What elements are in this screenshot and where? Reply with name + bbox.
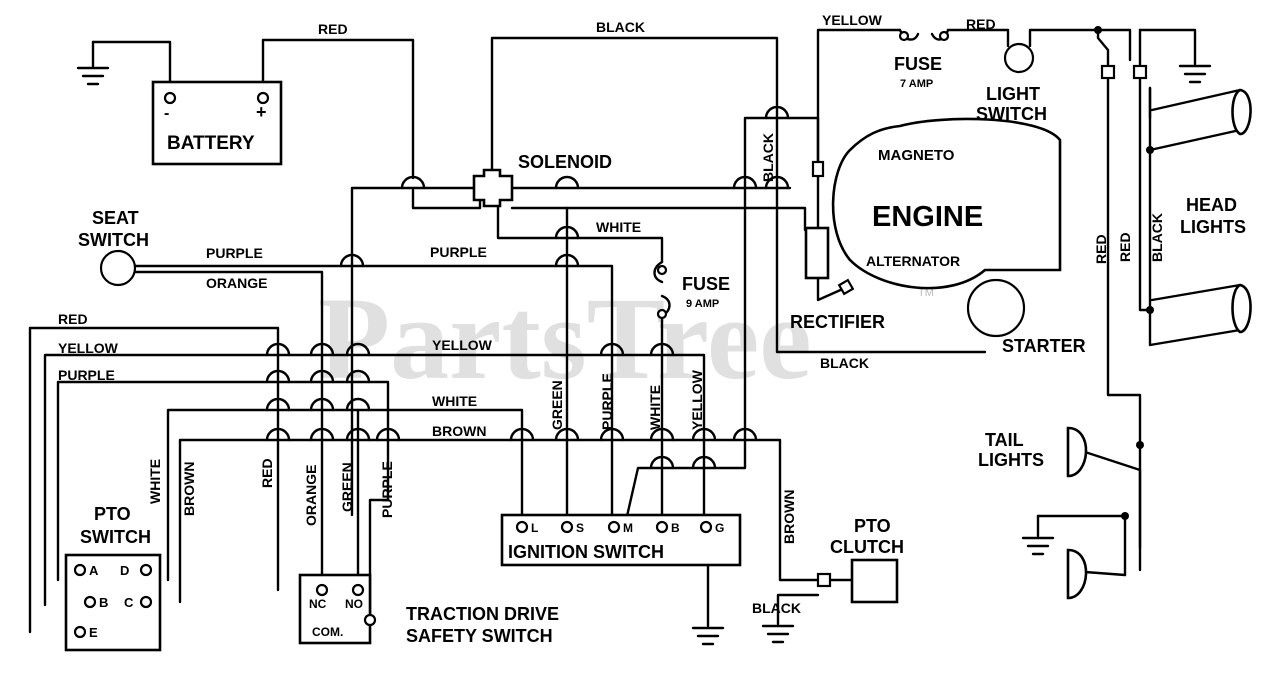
ignition-switch: L S M B G IGNITION SWITCH [500,513,742,567]
head-lights-label-1: HEAD [1186,195,1237,215]
traction-drive-safety-switch: NC NO COM. TRACTION DRIVE SAFETY SWITCH [298,573,559,646]
starter-label: STARTER [1002,336,1086,356]
battery: - + BATTERY [151,80,283,166]
wire-label-purple: PURPLE [599,373,615,430]
wire-label-red: RED [58,311,88,327]
rectifier-label: RECTIFIER [790,312,885,332]
wire-label-green: GREEN [339,462,355,512]
pto-clutch-label-1: PTO [854,516,891,536]
wire-label-yellow: YELLOW [58,340,119,356]
pto-switch: PTO SWITCH A D B C E [64,504,162,652]
wire-label-yellow: YELLOW [822,12,883,28]
wire-label-white: WHITE [647,385,663,430]
wire-label-black: BLACK [1149,213,1165,262]
engine-magneto-label: MAGNETO [878,147,955,164]
ignition-terminal-l: L [531,521,538,535]
ignition-terminal-m: M [623,521,633,535]
wire-label-black: BLACK [752,600,801,616]
pto-clutch-label-2: CLUTCH [830,537,904,557]
pto-clutch: PTO CLUTCH [816,516,904,604]
fuse-9-label: FUSE [682,274,730,294]
wire-label-white: WHITE [432,393,477,409]
fuse-7-label: FUSE [894,54,942,74]
wire-label-black: BLACK [596,19,645,35]
head-lights: HEAD LIGHTS [1100,64,1252,334]
wire-label-brown: BROWN [432,423,486,439]
fuse-7-amp: FUSE 7 AMP [894,30,950,90]
pto-terminal-b: B [99,595,108,610]
ignition-switch-label: IGNITION SWITCH [508,542,664,562]
pto-terminal-a: A [89,563,99,578]
wire-label-green: GREEN [549,380,565,430]
wire-label-purple: PURPLE [430,244,487,260]
wire-label-orange: ORANGE [206,275,267,291]
wire-labels: RED BLACK YELLOW RED WHITE PURPLE ORANGE… [58,12,1165,616]
rectifier: RECTIFIER [790,160,885,332]
ground-icon [1178,36,1212,84]
wire-label-white: WHITE [596,219,641,235]
wire-label-black: BLACK [820,355,869,371]
wire-label-white: WHITE [147,459,163,504]
tail-lights: TAIL LIGHTS [978,426,1088,600]
light-switch-label-1: LIGHT [986,84,1040,104]
pto-terminal-c: C [124,595,134,610]
pto-terminal-d: D [120,563,129,578]
battery-pos-label: + [256,102,267,122]
tail-lights-label-2: LIGHTS [978,450,1044,470]
ignition-terminal-g: G [715,521,724,535]
wire-label-purple: PURPLE [206,245,263,261]
pto-terminal-e: E [89,625,98,640]
light-switch: LIGHT SWITCH [976,42,1047,124]
seat-switch-label-1: SEAT [92,208,139,228]
battery-neg-label: - [164,105,169,122]
fuse-9-amp: FUSE 9 AMP [656,264,730,320]
wire-label-red: RED [966,16,996,32]
wire-label-orange: ORANGE [303,465,319,526]
traction-label-2: SAFETY SWITCH [406,626,553,646]
wire-label-red: RED [259,458,275,488]
traction-terminal-nc: NC [309,597,327,611]
head-lights-label-2: LIGHTS [1180,217,1246,237]
seat-switch-label-2: SWITCH [78,230,149,250]
seat-switch: SEAT SWITCH [78,208,149,287]
traction-terminal-com: COM. [312,625,343,639]
wire-label-yellow: YELLOW [689,369,705,430]
solenoid-label: SOLENOID [518,152,612,172]
pto-switch-label-1: PTO [94,504,131,524]
wires [28,28,1242,634]
ground-icon [76,40,110,86]
battery-label: BATTERY [167,133,255,154]
ignition-terminal-s: S [576,521,584,535]
ignition-terminal-b: B [671,521,680,535]
wire-label-yellow: YELLOW [432,337,493,353]
wire-label-purple: PURPLE [58,367,115,383]
traction-label-1: TRACTION DRIVE [406,604,559,624]
ground-icon [1021,514,1055,556]
fuse-7-rating: 7 AMP [900,78,933,90]
wire-label-red: RED [1093,234,1109,264]
junction-dots [1094,26,1154,520]
wire-label-purple: PURPLE [379,461,395,518]
engine-label: ENGINE [872,201,983,233]
watermark: PartsTree [318,273,812,404]
wire-crossover-hops [265,105,790,470]
tail-lights-label-1: TAIL [985,430,1024,450]
wire-label-black: BLACK [760,133,776,182]
ground-icon [761,598,795,644]
engine: MAGNETO ENGINE ALTERNATOR [831,117,1062,290]
solenoid: SOLENOID [472,152,612,208]
wire-label-brown: BROWN [181,462,197,516]
ground-icon [691,538,725,646]
starter: STARTER [966,278,1086,356]
wire-label-brown: BROWN [781,490,797,544]
engine-alternator-label: ALTERNATOR [866,253,960,269]
wire-label-red: RED [318,21,348,37]
watermark-tm: TM [918,287,934,299]
fuse-9-rating: 9 AMP [686,298,719,310]
traction-terminal-no: NO [345,597,363,611]
wire-label-red: RED [1117,232,1133,262]
pto-switch-label-2: SWITCH [80,527,151,547]
